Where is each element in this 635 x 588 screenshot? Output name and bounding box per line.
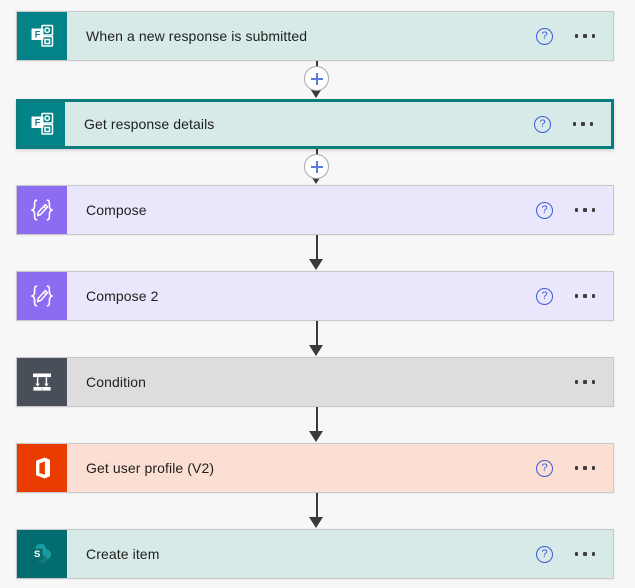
help-icon[interactable]: ? xyxy=(534,115,551,133)
flow-step-actions: ? xyxy=(536,186,613,234)
flow-arrow-icon xyxy=(309,259,323,270)
connector-line xyxy=(316,407,318,433)
connector-line xyxy=(316,235,318,261)
microsoft-forms-icon: F xyxy=(19,102,65,146)
flow-step-card[interactable]: Compose 2? xyxy=(16,271,614,321)
insert-step-button[interactable] xyxy=(304,66,329,91)
more-commands-icon[interactable] xyxy=(571,294,599,298)
flow-step-actions: ? xyxy=(536,272,613,320)
more-commands-icon[interactable] xyxy=(571,552,599,556)
flow-arrow-icon xyxy=(309,431,323,442)
flow-step-title: Get response details xyxy=(84,116,215,132)
flow-step-actions: ? xyxy=(534,102,611,146)
microsoft-forms-icon: F xyxy=(17,12,67,60)
flow-step-title: Create item xyxy=(86,546,160,562)
svg-text:F: F xyxy=(35,29,41,39)
flow-step-card[interactable]: S Create item? xyxy=(16,529,614,579)
flow-step-actions: ? xyxy=(536,12,613,60)
more-commands-icon[interactable] xyxy=(569,122,597,126)
flow-step-actions: ? xyxy=(536,358,613,406)
more-commands-icon[interactable] xyxy=(571,466,599,470)
flow-step-card[interactable]: F Get response details? xyxy=(16,99,614,149)
flow-step-title: When a new response is submitted xyxy=(86,28,308,44)
flow-step-actions: ? xyxy=(536,530,613,578)
more-commands-icon[interactable] xyxy=(571,380,599,384)
flow-step-card[interactable]: F When a new response is submitted? xyxy=(16,11,614,61)
help-icon[interactable]: ? xyxy=(536,545,553,563)
more-commands-icon[interactable] xyxy=(571,208,599,212)
sharepoint-icon: S xyxy=(17,530,67,578)
flow-arrow-icon xyxy=(309,345,323,356)
flow-step-card[interactable]: Compose? xyxy=(16,185,614,235)
compose-icon xyxy=(17,186,67,234)
connector-line xyxy=(316,321,318,347)
connector-line xyxy=(316,493,318,519)
flow-step-title: Condition xyxy=(86,374,147,390)
flow-step-card[interactable]: Get user profile (V2)? xyxy=(16,443,614,493)
help-icon[interactable]: ? xyxy=(536,287,553,305)
flow-arrow-icon xyxy=(309,517,323,528)
svg-text:F: F xyxy=(35,117,41,127)
more-commands-icon[interactable] xyxy=(571,34,599,38)
flow-step-title: Compose xyxy=(86,202,147,218)
flow-step-title: Compose 2 xyxy=(86,288,159,304)
compose-icon xyxy=(17,272,67,320)
svg-text:S: S xyxy=(34,549,40,560)
flow-arrow-icon xyxy=(309,87,323,98)
help-icon[interactable]: ? xyxy=(536,27,553,45)
flow-step-card[interactable]: Condition? xyxy=(16,357,614,407)
insert-step-button[interactable] xyxy=(304,154,329,179)
help-icon[interactable]: ? xyxy=(536,201,553,219)
office-365-users-icon xyxy=(17,444,67,492)
condition-icon xyxy=(17,358,67,406)
help-icon[interactable]: ? xyxy=(536,459,553,477)
flow-step-actions: ? xyxy=(536,444,613,492)
flow-step-title: Get user profile (V2) xyxy=(86,460,215,476)
